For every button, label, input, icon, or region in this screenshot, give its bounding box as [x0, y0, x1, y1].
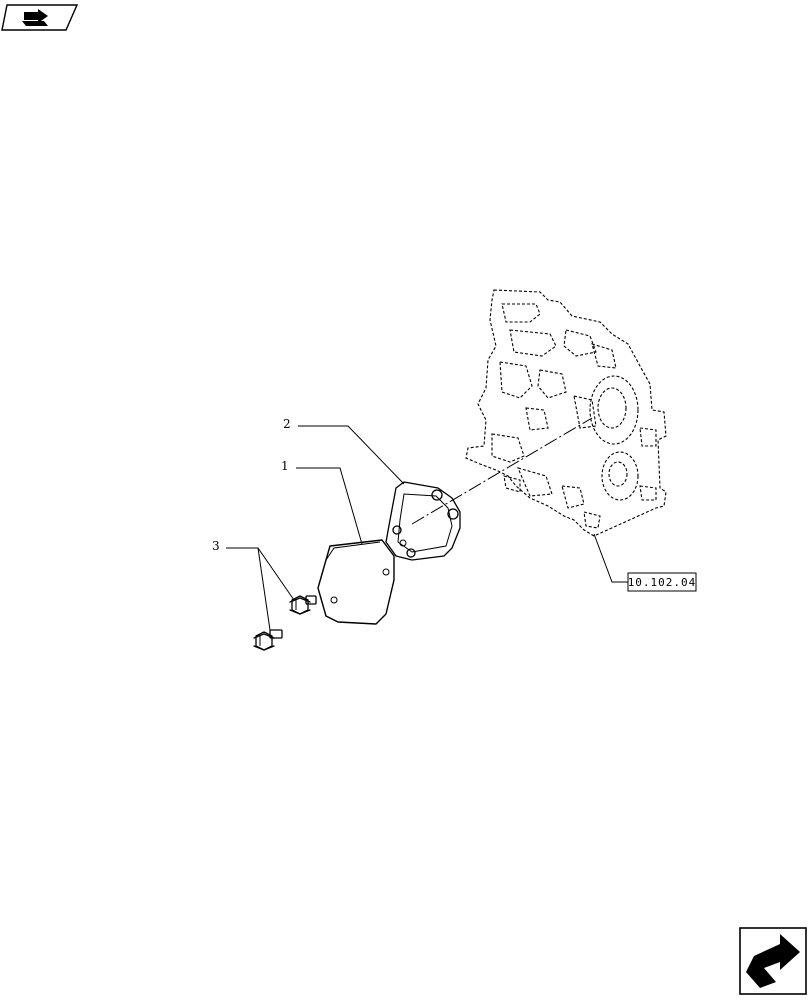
- leader-lines: [226, 425, 628, 631]
- callout-number-1: 1: [281, 459, 289, 473]
- next-page-arrow-icon[interactable]: [739, 927, 807, 995]
- cover-plate: [317, 539, 395, 625]
- bolt-upper: [289, 595, 317, 615]
- bolt-lower: [253, 629, 283, 651]
- engine-housing-outline: [465, 289, 667, 537]
- callout-number-3: 3: [212, 539, 220, 553]
- callout-number-2: 2: [283, 417, 291, 431]
- book-arrow-icon[interactable]: [1, 4, 79, 31]
- center-line: [411, 417, 593, 525]
- reference-label-box[interactable]: 10.102.04: [627, 572, 697, 592]
- reference-label: 10.102.04: [628, 576, 697, 589]
- gasket: [385, 481, 461, 561]
